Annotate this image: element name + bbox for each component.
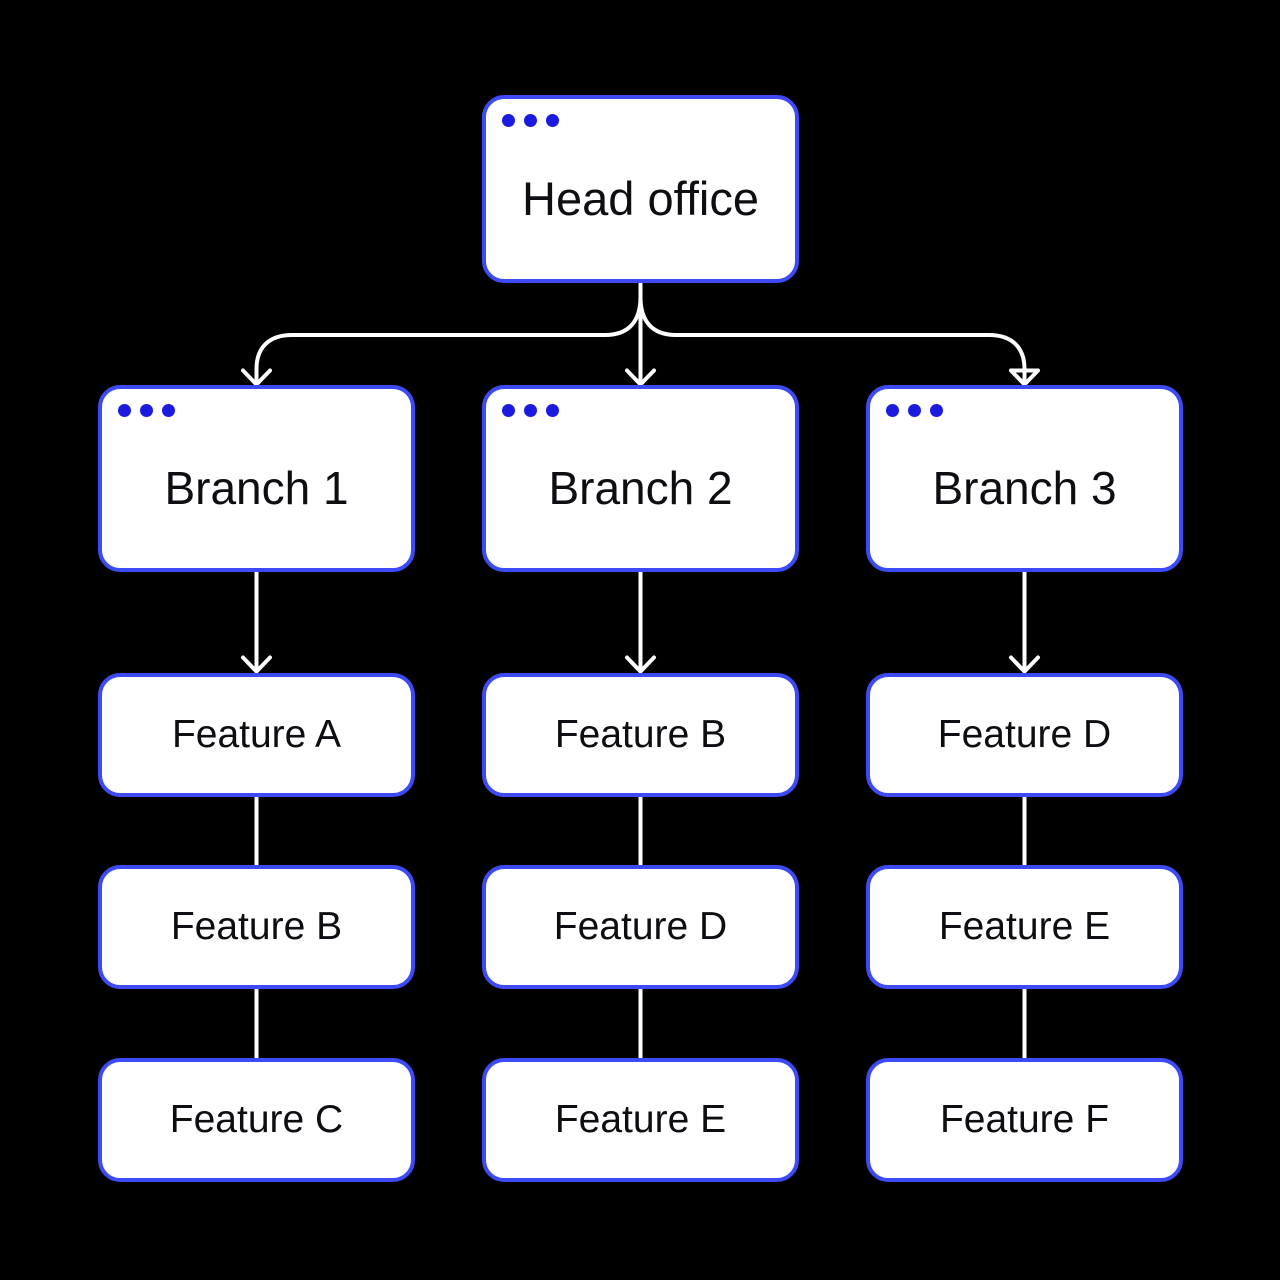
window-dot-icon bbox=[140, 404, 153, 417]
window-dot-icon bbox=[546, 404, 559, 417]
node-branch-1: Branch 1 bbox=[98, 385, 415, 572]
connector-head-to-branch-1 bbox=[254, 295, 643, 384]
window-dot-icon bbox=[908, 404, 921, 417]
node-label: Feature D bbox=[553, 905, 728, 948]
arrowhead-feature-col1 bbox=[241, 655, 272, 674]
window-dot-icon bbox=[524, 114, 537, 127]
arrowhead-branch-1 bbox=[241, 368, 272, 387]
node-label: Feature A bbox=[171, 713, 342, 756]
window-dot-icon bbox=[524, 404, 537, 417]
arrowhead-feature-col3 bbox=[1009, 655, 1040, 674]
node-branch-3: Branch 3 bbox=[866, 385, 1183, 572]
node-label: Feature C bbox=[169, 1098, 344, 1141]
node-branch2-feature-1: Feature B bbox=[482, 673, 799, 797]
window-dots-icon bbox=[886, 404, 943, 417]
node-branch1-feature-1: Feature A bbox=[98, 673, 415, 797]
window-dot-icon bbox=[546, 114, 559, 127]
connector-head-to-branch-3 bbox=[638, 295, 1027, 384]
window-dots-icon bbox=[118, 404, 175, 417]
window-dot-icon bbox=[502, 404, 515, 417]
node-label-branch-3: Branch 3 bbox=[932, 461, 1117, 514]
node-branch3-feature-3: Feature F bbox=[866, 1058, 1183, 1182]
node-branch3-feature-1: Feature D bbox=[866, 673, 1183, 797]
node-branch1-feature-3: Feature C bbox=[98, 1058, 415, 1182]
arrowhead-branch-2 bbox=[625, 368, 656, 387]
node-label-branch-2: Branch 2 bbox=[548, 461, 733, 514]
node-label: Feature F bbox=[939, 1098, 1110, 1141]
window-dot-icon bbox=[502, 114, 515, 127]
node-branch3-feature-2: Feature E bbox=[866, 865, 1183, 989]
node-label: Feature B bbox=[554, 713, 727, 756]
node-label-branch-1: Branch 1 bbox=[164, 461, 349, 514]
node-label: Feature D bbox=[937, 713, 1112, 756]
node-branch2-feature-2: Feature D bbox=[482, 865, 799, 989]
node-branch2-feature-3: Feature E bbox=[482, 1058, 799, 1182]
node-label-head-office: Head office bbox=[522, 171, 759, 225]
window-dots-icon bbox=[502, 404, 559, 417]
arrowhead-branch-3 bbox=[1009, 368, 1040, 387]
window-dot-icon bbox=[886, 404, 899, 417]
node-label: Feature B bbox=[170, 905, 343, 948]
node-label: Feature E bbox=[938, 905, 1111, 948]
node-branch-2: Branch 2 bbox=[482, 385, 799, 572]
node-head-office: Head office bbox=[482, 95, 799, 283]
window-dot-icon bbox=[118, 404, 131, 417]
window-dots-icon bbox=[502, 114, 559, 127]
node-label: Feature E bbox=[554, 1098, 727, 1141]
window-dot-icon bbox=[162, 404, 175, 417]
node-branch1-feature-2: Feature B bbox=[98, 865, 415, 989]
window-dot-icon bbox=[930, 404, 943, 417]
arrowhead-feature-col2 bbox=[625, 655, 656, 674]
